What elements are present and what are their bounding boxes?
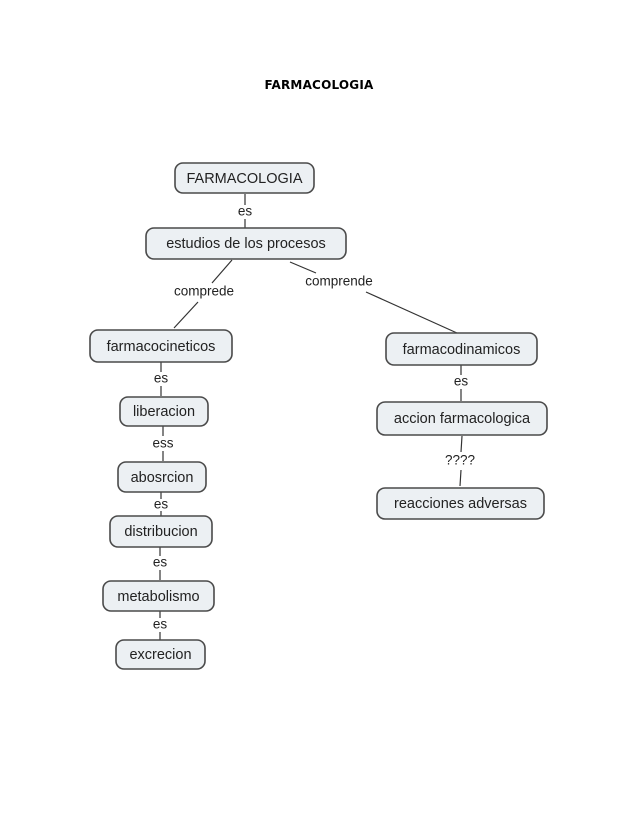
node-label: abosrcion	[131, 470, 194, 486]
link-label: es	[154, 371, 169, 386]
connector	[365, 291, 458, 334]
node-label: estudios de los procesos	[166, 236, 326, 252]
concept-distribucion: distribucion	[109, 515, 213, 548]
node-label: distribucion	[124, 524, 197, 540]
link-label: es	[154, 497, 169, 512]
concept-farmacodinamicos: farmacodinamicos	[385, 332, 538, 366]
node-box	[376, 487, 545, 520]
node-box	[174, 162, 315, 194]
node-label: farmacodinamicos	[403, 342, 521, 358]
node-box	[102, 580, 215, 612]
concept-farmacologia: FARMACOLOGIA	[174, 162, 315, 194]
link-label: es	[153, 617, 168, 632]
link-label: comprende	[305, 274, 373, 289]
document-title: FARMACOLOGIA	[264, 78, 374, 92]
node-box	[117, 461, 207, 493]
node-box	[109, 515, 213, 548]
concept-farmacocineticos: farmacocineticos	[89, 329, 233, 363]
node-label: farmacocineticos	[107, 339, 216, 355]
connector	[459, 469, 462, 487]
node-label: reacciones adversas	[394, 496, 527, 512]
connector	[173, 301, 199, 329]
connector	[211, 259, 233, 284]
link-label: ess	[152, 436, 173, 451]
node-label: FARMACOLOGIA	[186, 171, 302, 187]
link-label: es	[454, 374, 469, 389]
concept-liberacion: liberacion	[119, 396, 209, 427]
connector	[460, 435, 463, 453]
node-label: excrecion	[129, 647, 191, 663]
node-box	[89, 329, 233, 363]
link-label: es	[238, 204, 253, 219]
node-box	[119, 396, 209, 427]
concept-reacciones-adversas: reacciones adversas	[376, 487, 545, 520]
node-label: accion farmacologica	[394, 411, 531, 427]
connectors	[159, 194, 463, 640]
node-label: metabolismo	[117, 589, 199, 605]
node-box	[115, 639, 206, 670]
node-box	[376, 401, 548, 436]
link-label: ????	[445, 453, 475, 468]
link-label: es	[153, 555, 168, 570]
connector	[289, 261, 317, 274]
concept-estudios-de-los-procesos: estudios de los procesos	[145, 227, 347, 260]
concept-abosrcion: abosrcion	[117, 461, 207, 493]
concept-metabolismo: metabolismo	[102, 580, 215, 612]
link-label: comprede	[174, 284, 234, 299]
concept-excrecion: excrecion	[115, 639, 206, 670]
node-label: liberacion	[133, 404, 195, 420]
node-box	[385, 332, 538, 366]
concept-accion-farmacologica: accion farmacologica	[376, 401, 548, 436]
node-box	[145, 227, 347, 260]
